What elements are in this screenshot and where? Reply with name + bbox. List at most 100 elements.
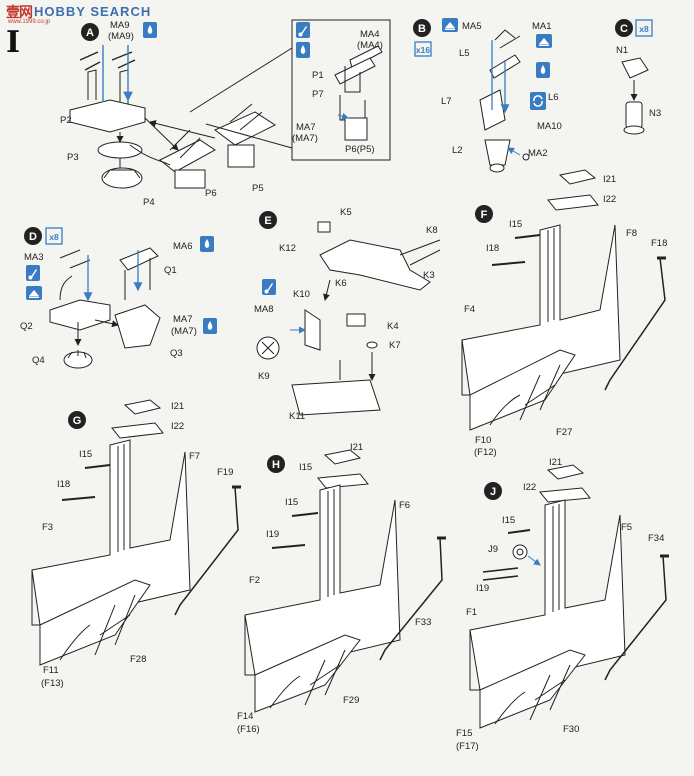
part-label: I15 xyxy=(285,497,298,508)
part-label: F30 xyxy=(563,724,579,735)
step-badge-icon: J xyxy=(484,482,502,500)
part-label: F8 xyxy=(626,228,637,239)
glue-drop-icon xyxy=(296,42,310,58)
step-badge-icon: E xyxy=(259,211,277,229)
step-letter: B xyxy=(418,23,426,35)
paint-brush-icon xyxy=(296,22,310,38)
part-label: K10 xyxy=(293,289,310,300)
part-label: I21 xyxy=(171,401,184,412)
part-label: MA8 xyxy=(254,304,274,315)
multiplier-badge: x8 xyxy=(639,24,649,34)
part-label: F5 xyxy=(621,522,632,533)
arrow-up-icon xyxy=(26,286,42,300)
step-badge-icon: F xyxy=(475,205,493,223)
part-label: P6 xyxy=(205,188,217,199)
part-label: I15 xyxy=(502,515,515,526)
part-label: (MA9) xyxy=(108,31,134,42)
part-label: F18 xyxy=(651,238,667,249)
watermark-text: HOBBY SEARCH xyxy=(34,4,152,19)
step-d: D x8 MA6 MA3 Q2 Q1 MA7 (MA7) Q3 xyxy=(20,227,217,369)
part-label: L6 xyxy=(548,92,559,103)
part-label: (MA4) xyxy=(357,40,383,51)
step-badge-icon: B xyxy=(413,19,431,37)
glue-drop-icon xyxy=(200,236,214,252)
step-badge-icon: D xyxy=(24,227,42,245)
part-label: K4 xyxy=(387,321,399,332)
part-label: (MA7) xyxy=(292,133,318,144)
part-label: K7 xyxy=(389,340,401,351)
step-badge-icon: A xyxy=(81,23,99,41)
part-label: I15 xyxy=(509,219,522,230)
part-label: MA5 xyxy=(462,21,482,32)
step-h: H I21 I15 F6 I15 I19 F2 F33 F29 F14 (F16… xyxy=(237,442,446,735)
part-label: F4 xyxy=(464,304,475,315)
part-label: F11 xyxy=(43,665,59,676)
part-label: F6 xyxy=(399,500,410,511)
step-e: E K5 K12 K8 K3 K6 K10 MA8 K9 K4 K7 K xyxy=(254,207,441,422)
part-label: K6 xyxy=(335,278,347,289)
part-label: K12 xyxy=(279,243,296,254)
part-label: MA2 xyxy=(528,148,548,159)
part-label: F34 xyxy=(648,533,664,544)
paint-brush-icon xyxy=(26,265,40,281)
part-label: I19 xyxy=(266,529,279,540)
part-label: I15 xyxy=(79,449,92,460)
part-label: N3 xyxy=(649,108,661,119)
part-label: K5 xyxy=(340,207,352,218)
part-label: L5 xyxy=(459,48,470,59)
part-label: F27 xyxy=(556,427,572,438)
watermark-domain: www.1999.co.jp xyxy=(8,19,51,25)
part-label: I22 xyxy=(603,194,616,205)
part-label: K3 xyxy=(423,270,435,281)
detail-inset xyxy=(291,19,391,161)
part-label: I21 xyxy=(350,442,363,453)
glue-drop-icon xyxy=(536,62,550,78)
step-j: J I21 I22 I15 F5 J9 I19 F34 F1 F30 xyxy=(456,457,669,752)
step-letter: E xyxy=(264,215,271,227)
part-label: L7 xyxy=(441,96,452,107)
part-label: I22 xyxy=(171,421,184,432)
part-label: (F12) xyxy=(474,447,497,458)
step-letter: A xyxy=(86,27,94,39)
glue-drop-icon xyxy=(203,318,217,334)
part-label: P1 xyxy=(312,70,324,81)
multiplier-badge: x8 xyxy=(49,232,59,242)
part-label: F3 xyxy=(42,522,53,533)
part-label: MA6 xyxy=(173,241,193,252)
part-label: P3 xyxy=(67,152,79,163)
part-label: (F13) xyxy=(41,678,64,689)
part-label: P6(P5) xyxy=(345,144,375,155)
part-label: F1 xyxy=(466,607,477,618)
part-label: MA4 xyxy=(360,29,380,40)
part-label: F28 xyxy=(130,654,146,665)
step-a: A MA9 (MA9) P2 P3 P4 P6 xyxy=(60,19,391,208)
part-label: MA10 xyxy=(537,121,562,132)
part-label: P2 xyxy=(60,115,72,126)
flip-arrows-icon xyxy=(529,91,547,111)
step-letter: D xyxy=(29,231,37,243)
part-label: I18 xyxy=(57,479,70,490)
part-label: MA1 xyxy=(532,21,552,32)
part-label: Q2 xyxy=(20,321,33,332)
part-label: Q4 xyxy=(32,355,45,366)
part-label: K9 xyxy=(258,371,270,382)
step-badge-icon: H xyxy=(267,455,285,473)
paint-brush-icon xyxy=(262,279,276,295)
step-badge-icon: G xyxy=(68,411,86,429)
part-label: Q3 xyxy=(170,348,183,359)
part-label: L2 xyxy=(452,145,463,156)
part-label: P4 xyxy=(143,197,155,208)
part-label: (F17) xyxy=(456,741,479,752)
part-label: K8 xyxy=(426,225,438,236)
step-letter: C xyxy=(620,23,628,35)
arrow-up-icon xyxy=(536,34,552,48)
watermark-logo: 壹网 xyxy=(6,5,33,21)
step-letter: G xyxy=(73,415,82,427)
part-label: MA3 xyxy=(24,252,44,263)
arrow-up-icon xyxy=(442,18,458,32)
part-label: F33 xyxy=(415,617,431,628)
part-label: K11 xyxy=(289,411,305,422)
step-f: F I21 I22 I15 F8 I18 F18 F4 F27 F10 (F12… xyxy=(461,169,667,458)
step-letter: H xyxy=(272,459,280,471)
